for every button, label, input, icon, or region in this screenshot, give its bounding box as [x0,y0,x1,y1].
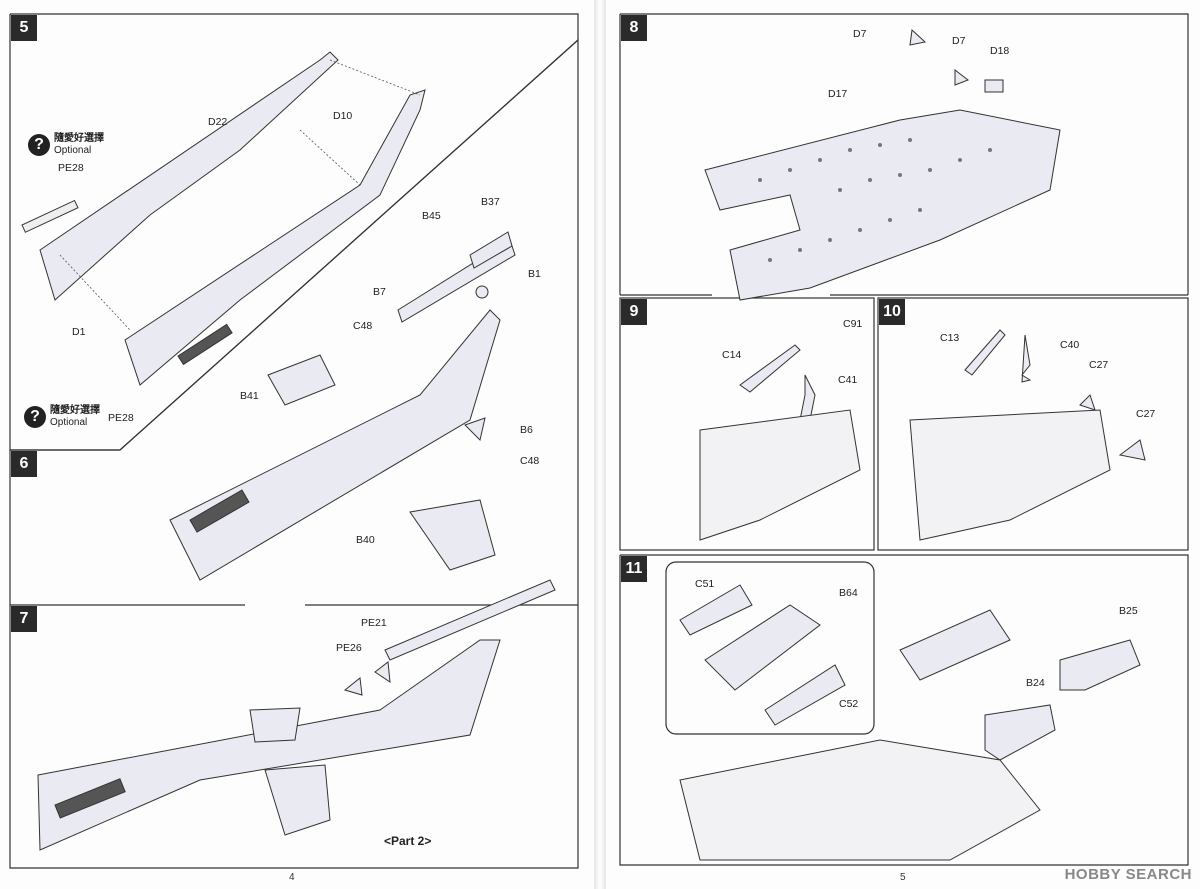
step10-parts [909,329,1146,541]
question-icon: ? [28,134,50,156]
step11-frame [619,554,1189,866]
part-label: B25 [1119,605,1138,617]
part-label: D1 [72,326,86,338]
part-label: PE28 [108,412,134,424]
step10-frame [877,297,1189,551]
part-label: D18 [990,45,1010,57]
step-number-7: 7 [11,606,37,632]
step-number-6: 6 [11,451,37,477]
optional-cn: 隨愛好選擇 [50,405,100,416]
part-label: C41 [838,374,858,386]
part-label: B40 [356,534,375,546]
part-label: D17 [828,88,848,100]
page-number: 4 [289,872,295,883]
part-label: B45 [422,210,441,222]
step11-inset-frame [665,561,875,735]
part-label: D7 [952,35,966,47]
optional-en: Optional [50,417,88,428]
part-label: C27 [1089,359,1109,371]
step8-floor [704,28,1061,301]
part-label: PE21 [361,617,387,629]
part-label: B1 [528,268,541,280]
part-label: PE28 [58,162,84,174]
page-gutter [594,0,606,889]
part-label: B41 [240,390,259,402]
step-number-5: 5 [11,15,37,41]
step-number-8: 8 [621,15,647,41]
optional-note-2: ? 隨愛好選擇 Optional [24,405,100,429]
step-number-11: 11 [621,556,647,582]
step5-fuselage [21,51,426,386]
step8-frame [620,13,1189,295]
part-label: C48 [520,455,540,467]
part-label: D22 [208,116,228,128]
part-label: C14 [722,349,742,361]
optional-note-1: ? 隨愛好選擇 Optional [28,133,104,157]
step-number-10: 10 [879,299,905,325]
step7-frame [9,605,579,869]
optional-cn: 隨愛好選擇 [54,133,104,144]
part-label: B24 [1026,677,1045,689]
part-label: C52 [839,698,859,710]
part-label: D10 [333,110,353,122]
page-number: 5 [900,872,906,883]
part-label: C51 [695,578,715,590]
step-number-9: 9 [621,299,647,325]
part-label: C40 [1060,339,1080,351]
part-label: B37 [481,196,500,208]
step6-frame [10,38,579,605]
part-label: D7 [853,28,867,40]
part-label: B64 [839,587,858,599]
part-caption: <Part 2> [384,834,432,848]
question-icon: ? [24,406,46,428]
step7-fuselage [37,579,556,851]
step11-parts [679,584,1141,861]
part-label: C27 [1136,408,1156,420]
part-label: B6 [520,424,533,436]
part-label: B7 [373,286,386,298]
step6-fuselage [169,309,501,581]
step5-rotor [397,231,516,323]
part-label: C48 [353,320,373,332]
watermark: HOBBY SEARCH [1064,866,1192,883]
step9-parts [699,344,861,541]
part-label: C13 [940,332,960,344]
optional-en: Optional [54,145,92,156]
part-label: PE26 [336,642,362,654]
part-label: C91 [843,318,863,330]
